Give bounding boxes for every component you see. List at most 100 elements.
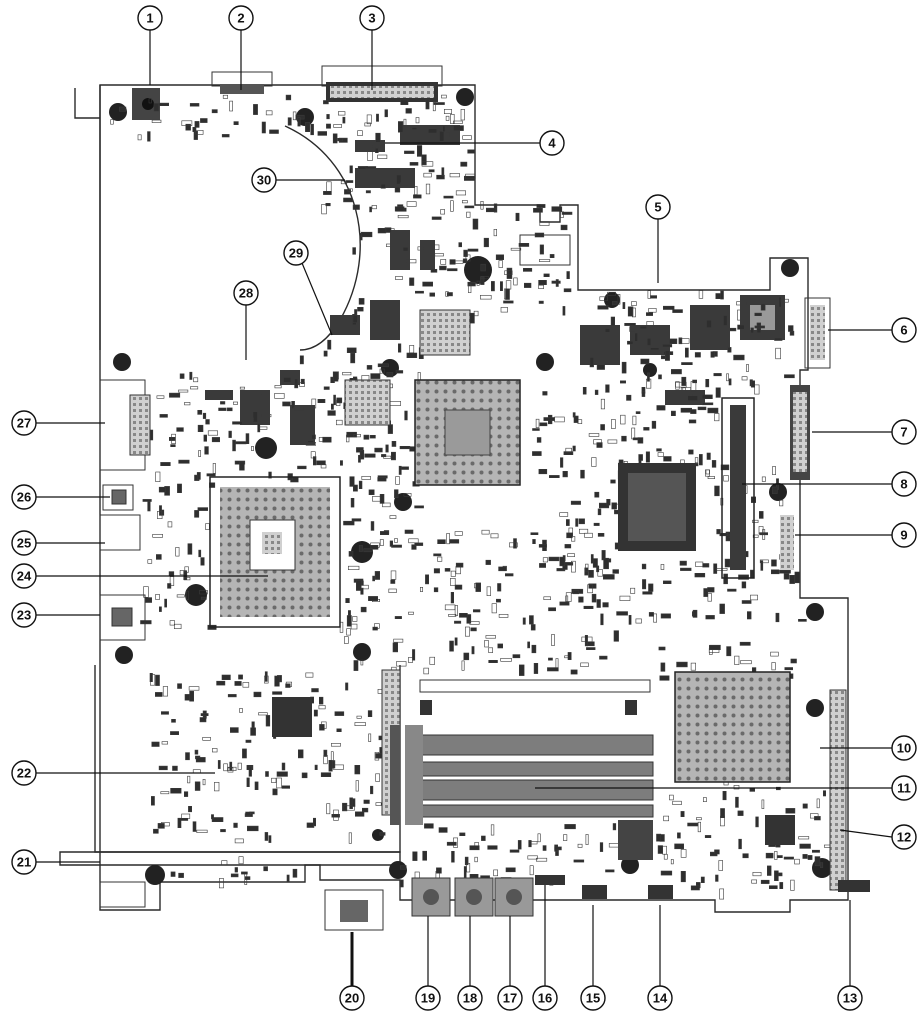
smd-part	[648, 612, 654, 617]
smd-part	[229, 100, 233, 112]
smd-part	[161, 509, 165, 516]
smd-part	[391, 440, 397, 447]
smd-part	[294, 378, 299, 389]
smd-part	[663, 815, 669, 822]
callout-circle	[137, 5, 163, 31]
smd-part	[411, 544, 417, 550]
smd-part	[396, 661, 407, 667]
smd-part	[343, 636, 349, 644]
smd-part	[611, 419, 616, 429]
smd-part	[194, 749, 199, 755]
smd-part	[454, 605, 458, 616]
smd-part	[772, 466, 777, 475]
smd-part	[193, 377, 199, 383]
smd-part	[397, 343, 402, 353]
smd-part	[356, 715, 362, 719]
smd-part	[317, 398, 326, 403]
smd-part	[752, 519, 759, 523]
smd-part	[352, 204, 360, 210]
callout-number: 13	[843, 991, 857, 1006]
smd-part	[220, 829, 226, 833]
smd-part	[159, 414, 168, 418]
smd-part	[486, 586, 491, 596]
smd-part	[299, 355, 304, 365]
smd-part	[658, 374, 662, 380]
smd-part	[327, 339, 332, 350]
callout-number: 18	[463, 991, 477, 1006]
smd-part	[670, 369, 682, 375]
smd-part	[464, 205, 475, 209]
smd-part	[760, 879, 770, 884]
smd-part	[500, 657, 512, 662]
smd-part	[596, 364, 605, 370]
smd-part	[396, 174, 402, 185]
smd-part	[350, 352, 356, 364]
smd-part	[771, 486, 778, 494]
smd-part	[221, 134, 230, 138]
callout-1: 1	[137, 5, 163, 85]
smd-part	[227, 767, 234, 773]
smd-part	[370, 521, 375, 531]
smd-part	[694, 572, 706, 578]
smd-part	[642, 579, 647, 590]
smd-part	[690, 409, 697, 414]
smd-part	[485, 635, 496, 639]
smd-part	[398, 465, 402, 475]
smd-part	[680, 567, 692, 571]
smd-part	[169, 620, 175, 626]
smd-part	[758, 511, 764, 519]
smd-part	[471, 646, 475, 655]
smd-part	[439, 131, 445, 142]
smd-part	[245, 739, 252, 743]
smd-part	[463, 652, 470, 661]
callout-10: 10	[820, 735, 917, 761]
callout-circle	[11, 530, 37, 556]
smd-part	[539, 244, 544, 255]
smd-part	[170, 871, 176, 877]
callout-23: 23	[11, 602, 100, 628]
smd-part	[263, 866, 268, 872]
smd-part	[714, 413, 720, 422]
smd-part	[758, 526, 764, 535]
smd-part	[606, 498, 611, 506]
smd-part	[287, 117, 292, 126]
smd-part	[394, 616, 402, 620]
smd-part	[437, 556, 443, 562]
smd-part	[819, 862, 824, 868]
smd-part	[597, 508, 602, 516]
smd-part	[823, 844, 831, 848]
smd-part	[372, 575, 376, 582]
smd-part	[596, 599, 601, 608]
smd-part	[687, 822, 699, 827]
smd-part	[621, 435, 627, 442]
smd-part	[197, 507, 208, 511]
smd-part	[733, 785, 740, 790]
smd-part	[197, 424, 204, 433]
callout-circle	[11, 849, 37, 875]
smd-part	[798, 836, 810, 840]
callout-number: 20	[345, 991, 359, 1006]
smd-part	[469, 621, 480, 625]
smd-part	[264, 675, 269, 684]
smd-part	[543, 596, 551, 600]
smd-part	[358, 480, 363, 490]
smd-part	[754, 325, 765, 329]
smd-part	[705, 378, 710, 388]
smd-part	[364, 453, 376, 458]
smd-part	[459, 832, 466, 837]
smd-part	[365, 166, 377, 170]
callout-circle	[11, 563, 37, 589]
callout-number: 15	[586, 991, 600, 1006]
callout-15: 15	[580, 905, 606, 1011]
smd-part	[346, 628, 351, 636]
smd-part	[220, 401, 226, 405]
smd-part	[375, 802, 382, 806]
smd-part	[200, 557, 205, 566]
smd-part	[211, 437, 220, 443]
smd-part	[513, 538, 517, 549]
smd-part	[505, 867, 516, 873]
smd-part	[484, 640, 489, 648]
callout-28: 28	[233, 280, 259, 360]
smd-part	[479, 294, 492, 300]
smd-part	[147, 559, 153, 564]
